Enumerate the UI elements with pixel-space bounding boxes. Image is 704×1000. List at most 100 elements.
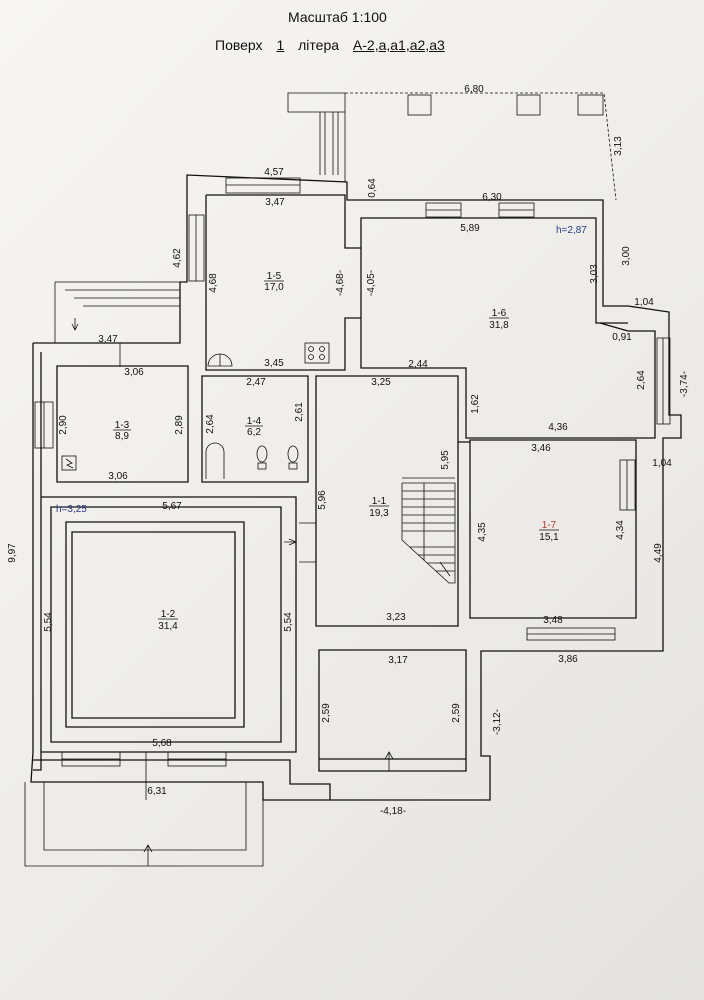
- dim-436: 4,36: [548, 422, 568, 433]
- dim-259-right: 2,59: [451, 703, 462, 723]
- dim-554-right: 5,54: [283, 612, 294, 632]
- terrace-post-2: [516, 94, 541, 116]
- entrance-arrow-porch: [71, 318, 79, 331]
- dim-261: 2,61: [294, 402, 305, 422]
- window-1-7-side: [619, 459, 636, 511]
- dim-300: 3,00: [621, 246, 632, 266]
- dim-347-left: 3,47: [98, 334, 118, 345]
- dim-306-top: 3,06: [124, 367, 144, 378]
- dim-449: 4,49: [653, 543, 664, 563]
- dim-457: 4,57: [264, 167, 284, 178]
- dim-244: 2,44: [408, 359, 428, 370]
- terrace-post-1: [407, 94, 432, 116]
- room-1-1-walls: [315, 375, 459, 627]
- dim-567: 5,67: [162, 501, 182, 512]
- room-1-7-id: 1-7: [542, 520, 557, 531]
- sink-icon: [207, 353, 233, 367]
- dim-325: 3,25: [371, 377, 391, 388]
- toilet-icon: [256, 445, 299, 470]
- fixtures: [61, 318, 456, 866]
- dim-631: 6,31: [147, 786, 167, 797]
- height-room-1-6: h=2,87: [556, 225, 587, 236]
- dim-374: -3,74-: [679, 371, 690, 397]
- dim-434: 4,34: [615, 520, 626, 540]
- litera-value: А-2,а,а1,а2,а3: [352, 37, 445, 53]
- walls: [24, 174, 682, 867]
- height-room-1-2: h=3,25: [56, 504, 87, 515]
- room-1-7-area: 15,1: [539, 532, 559, 543]
- dim-104-top: 1,04: [634, 297, 654, 308]
- scale-label: Масштаб 1:100: [288, 9, 387, 25]
- room-1-5-walls: [205, 194, 628, 371]
- dim-290: 2,90: [58, 415, 69, 435]
- dim-630: 6,30: [482, 192, 502, 203]
- room-1-6-area: 31,8: [489, 320, 509, 331]
- entrance-arrow-vestibule: [384, 751, 394, 771]
- dim-303: 3,03: [589, 264, 600, 284]
- room-1-6-id: 1-6: [492, 308, 507, 319]
- room-1-4-walls: [201, 375, 309, 483]
- room-1-6-walls: [360, 318, 656, 439]
- dimensions-vertical: 3,13 0,64 3,00 4,62 4,68 -4,68- -4,05- 3…: [7, 136, 690, 735]
- room-1-3-id: 1-3: [115, 420, 130, 431]
- dim-462: 4,62: [172, 248, 183, 268]
- dim-468-left: 4,68: [208, 273, 219, 293]
- stairs: [401, 477, 456, 584]
- dim-306-bottom: 3,06: [108, 471, 128, 482]
- dim-312: -3,12-: [492, 709, 503, 735]
- dim-091: 0,91: [612, 332, 632, 343]
- room-1-3-walls: [56, 365, 189, 483]
- entrance-arrow-bottom: [143, 844, 153, 866]
- room-1-2-walls: [50, 506, 282, 743]
- porch-bottom: [24, 782, 264, 867]
- dim-247: 2,47: [246, 377, 266, 388]
- floor-value: 1: [276, 37, 285, 53]
- dim-468-mid: -4,68-: [335, 270, 346, 296]
- porch-left-steps: [54, 281, 181, 343]
- dim-386: 3,86: [558, 654, 578, 665]
- dim-162: 1,62: [470, 394, 481, 414]
- window-1-5: [225, 177, 301, 194]
- room-1-4-area: 6,2: [247, 427, 261, 438]
- dim-289: 2,89: [174, 415, 185, 435]
- room-1-1-area: 19,3: [369, 508, 389, 519]
- dim-435: 4,35: [477, 522, 488, 542]
- dim-064: 0,64: [367, 178, 378, 198]
- outer-wall: [30, 174, 682, 801]
- dim-104-mid: 1,04: [652, 458, 672, 469]
- window-1-6-side: [656, 337, 671, 425]
- dimensions-horizontal: 6,80 4,57 6,30 3,47 5,89 1,04 0,91 3,47 …: [98, 84, 672, 817]
- terrace: [287, 92, 617, 201]
- dim-595: 5,95: [440, 450, 451, 470]
- dim-264-right: 2,64: [636, 370, 647, 390]
- window-1-5-side: [188, 214, 205, 282]
- floor-row: Поверх 1 літера А-2,а,а1,а2,а3: [215, 37, 445, 53]
- terrace-post-3: [577, 94, 604, 116]
- dim-terrace-side: 3,13: [613, 136, 624, 156]
- dim-347-top: 3,47: [265, 197, 285, 208]
- dim-589: 5,89: [460, 223, 480, 234]
- room-1-5-id: 1-5: [267, 271, 282, 282]
- dim-323: 3,23: [386, 612, 406, 623]
- room-1-4-id: 1-4: [247, 416, 262, 427]
- litera-label: літера: [298, 37, 340, 53]
- dim-264-bath: 2,64: [205, 414, 216, 434]
- vestibule-walls: [318, 649, 467, 772]
- room-1-2-id: 1-2: [161, 609, 176, 620]
- dim-terrace-top: 6,80: [464, 84, 484, 95]
- dim-554-left: 5,54: [43, 612, 54, 632]
- entrance-arrow-side: [284, 538, 298, 546]
- room-labels: 1-5 17,0 1-6 31,8 1-3 8,9 1-4 6,2 1-1 19…: [56, 225, 587, 632]
- dim-317: 3,17: [388, 655, 408, 666]
- electric-panel-icon: [61, 455, 77, 471]
- dim-259-left: 2,59: [321, 703, 332, 723]
- dim-568: 5,68: [152, 738, 172, 749]
- bathtub-icon: [205, 442, 225, 479]
- room-1-5-area: 17,0: [264, 282, 284, 293]
- dim-345: 3,45: [264, 358, 284, 369]
- room-1-2-area: 31,4: [158, 621, 178, 632]
- dim-596: 5,96: [317, 490, 328, 510]
- room-1-7-walls: [458, 439, 637, 619]
